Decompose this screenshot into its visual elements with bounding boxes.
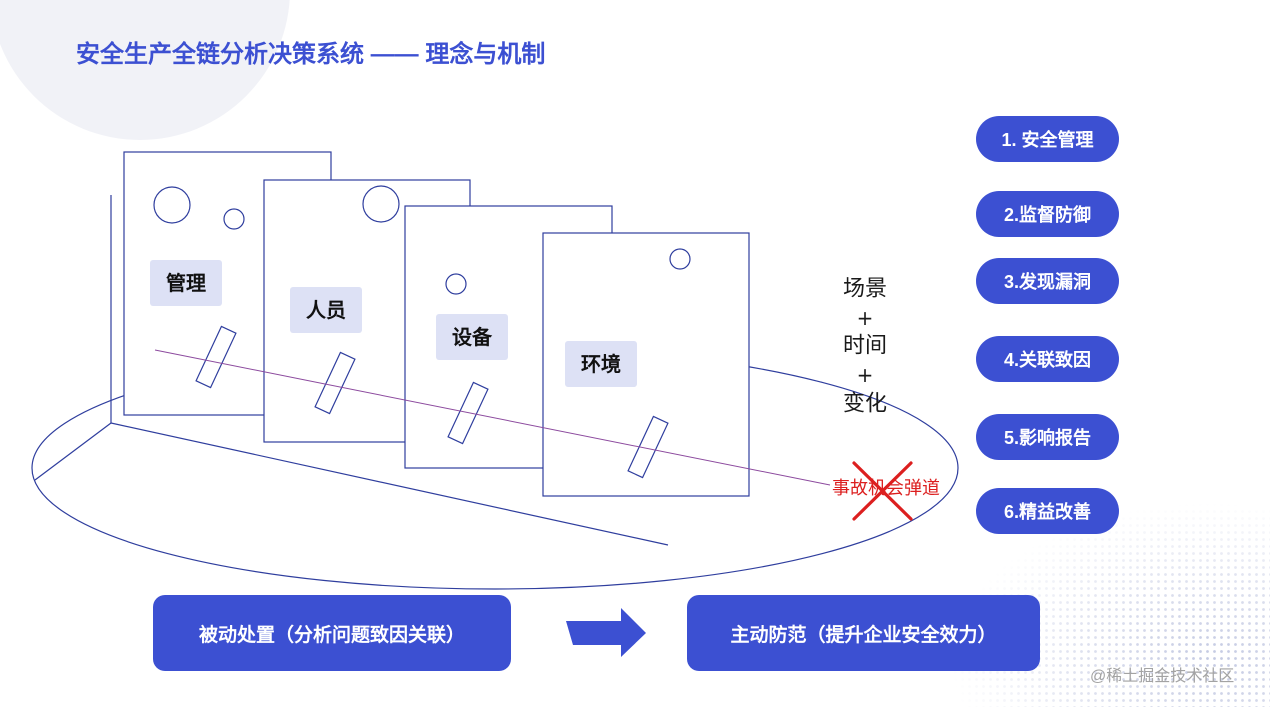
watermark: @稀土掘金技术社区: [1090, 668, 1235, 685]
layer-label: 管理: [166, 271, 206, 295]
layer-label-box: [290, 287, 362, 333]
active-prevention-box: 主动防范（提升企业安全效力）: [687, 595, 1040, 671]
hole-circle: [445, 273, 467, 295]
layer-label: 设备: [452, 325, 493, 349]
passive-handling-box: 被动处置（分析问题致因关联）: [153, 595, 511, 671]
base-line-floor: [110, 422, 669, 546]
hole-circle: [153, 186, 191, 224]
layer-label-box: [436, 314, 508, 360]
layer-card-environment: 环境: [542, 232, 750, 497]
layer-label: 环境: [581, 352, 621, 376]
step-pill-find-vulnerabilities: 3.发现漏洞: [976, 258, 1119, 304]
hole-slot: [314, 351, 356, 415]
step-pill-supervision-defense: 2.监督防御: [976, 191, 1119, 237]
layer-label: 人员: [306, 299, 346, 322]
condition-scene: 场景: [843, 277, 887, 302]
condition-plus: +: [857, 363, 874, 387]
hole-slot: [195, 325, 237, 389]
condition-time: 时间: [843, 334, 887, 359]
step-pill-safety-management: 1. 安全管理: [976, 116, 1119, 162]
condition-change: 变化: [843, 392, 887, 417]
layer-label-box: [150, 260, 222, 306]
hole-circle: [362, 185, 400, 223]
page-title: 安全生产全链分析决策系统 —— 理念与机制: [76, 41, 546, 68]
hole-circle: [669, 248, 691, 270]
arrow-right-icon: [566, 608, 646, 657]
condition-plus: +: [857, 306, 874, 330]
cross-icon: [852, 461, 913, 521]
layer-label-box: [565, 341, 637, 387]
step-pill-impact-report: 5.影响报告: [976, 414, 1119, 460]
hole-circle: [223, 208, 245, 230]
step-pill-lean-improvement: 6.精益改善: [976, 488, 1119, 534]
base-line-left: [34, 422, 112, 481]
accident-trajectory-line: [154, 349, 831, 486]
step-pill-correlate-causes: 4.关联致因: [976, 336, 1119, 382]
